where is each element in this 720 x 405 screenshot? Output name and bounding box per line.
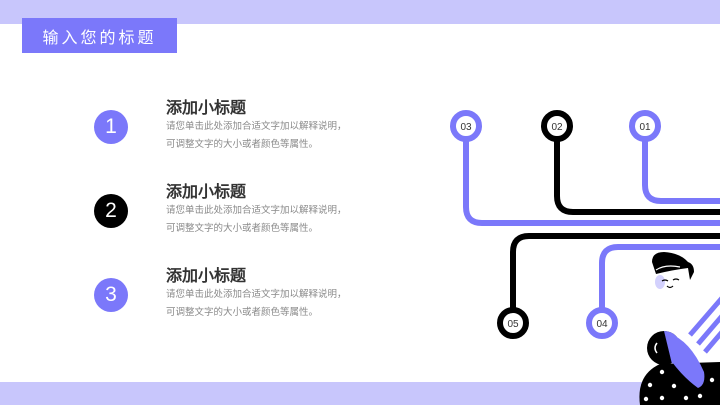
node-02[interactable]: 02: [541, 110, 573, 142]
item-description-line: 可调整文字的大小或者颜色等属性。: [166, 307, 319, 318]
bottom-decorative-band: [0, 382, 720, 405]
list-item: 1 添加小标题 请您单击此处添加合适文字加以解释说明， 可调整文字的大小或者颜色…: [0, 90, 420, 170]
node-label: 05: [507, 319, 519, 330]
number-badge: 2: [94, 194, 128, 228]
node-label: 04: [596, 319, 608, 330]
connector-line-02: [554, 140, 720, 215]
item-description-line: 请您单击此处添加合适文字加以解释说明，: [166, 289, 347, 300]
node-label: 01: [639, 122, 651, 133]
number-badge: 3: [94, 278, 128, 312]
item-title[interactable]: 添加小标题: [166, 266, 247, 285]
item-description[interactable]: 请您单击此处添加合适文字加以解释说明， 可调整文字的大小或者颜色等属性。: [166, 286, 376, 322]
node-04[interactable]: 04: [586, 307, 618, 339]
connector-line-03: [463, 140, 720, 226]
item-description-line: 请您单击此处添加合适文字加以解释说明，: [166, 121, 347, 132]
item-description[interactable]: 请您单击此处添加合适文字加以解释说明， 可调整文字的大小或者颜色等属性。: [166, 118, 376, 154]
connector-line-05: [510, 233, 720, 309]
item-description[interactable]: 请您单击此处添加合适文字加以解释说明， 可调整文字的大小或者颜色等属性。: [166, 202, 376, 238]
list-item: 2 添加小标题 请您单击此处添加合适文字加以解释说明， 可调整文字的大小或者颜色…: [0, 174, 420, 254]
item-title[interactable]: 添加小标题: [166, 98, 247, 117]
connector-line-01: [642, 140, 720, 204]
item-title[interactable]: 添加小标题: [166, 182, 247, 201]
item-description-line: 可调整文字的大小或者颜色等属性。: [166, 139, 319, 150]
character-body-illustration: [639, 296, 720, 405]
list-item: 3 添加小标题 请您单击此处添加合适文字加以解释说明， 可调整文字的大小或者颜色…: [0, 258, 420, 338]
character-head-illustration: [652, 252, 694, 289]
node-label: 02: [551, 122, 563, 133]
connector-line-04: [599, 244, 720, 309]
node-label: 03: [460, 122, 472, 133]
page-title[interactable]: 输入您的标题: [22, 18, 177, 53]
node-03[interactable]: 03: [450, 110, 482, 142]
number-badge: 1: [94, 110, 128, 144]
item-description-line: 请您单击此处添加合适文字加以解释说明，: [166, 205, 347, 216]
node-05[interactable]: 05: [497, 307, 529, 339]
node-01[interactable]: 01: [629, 110, 661, 142]
item-description-line: 可调整文字的大小或者颜色等属性。: [166, 223, 319, 234]
